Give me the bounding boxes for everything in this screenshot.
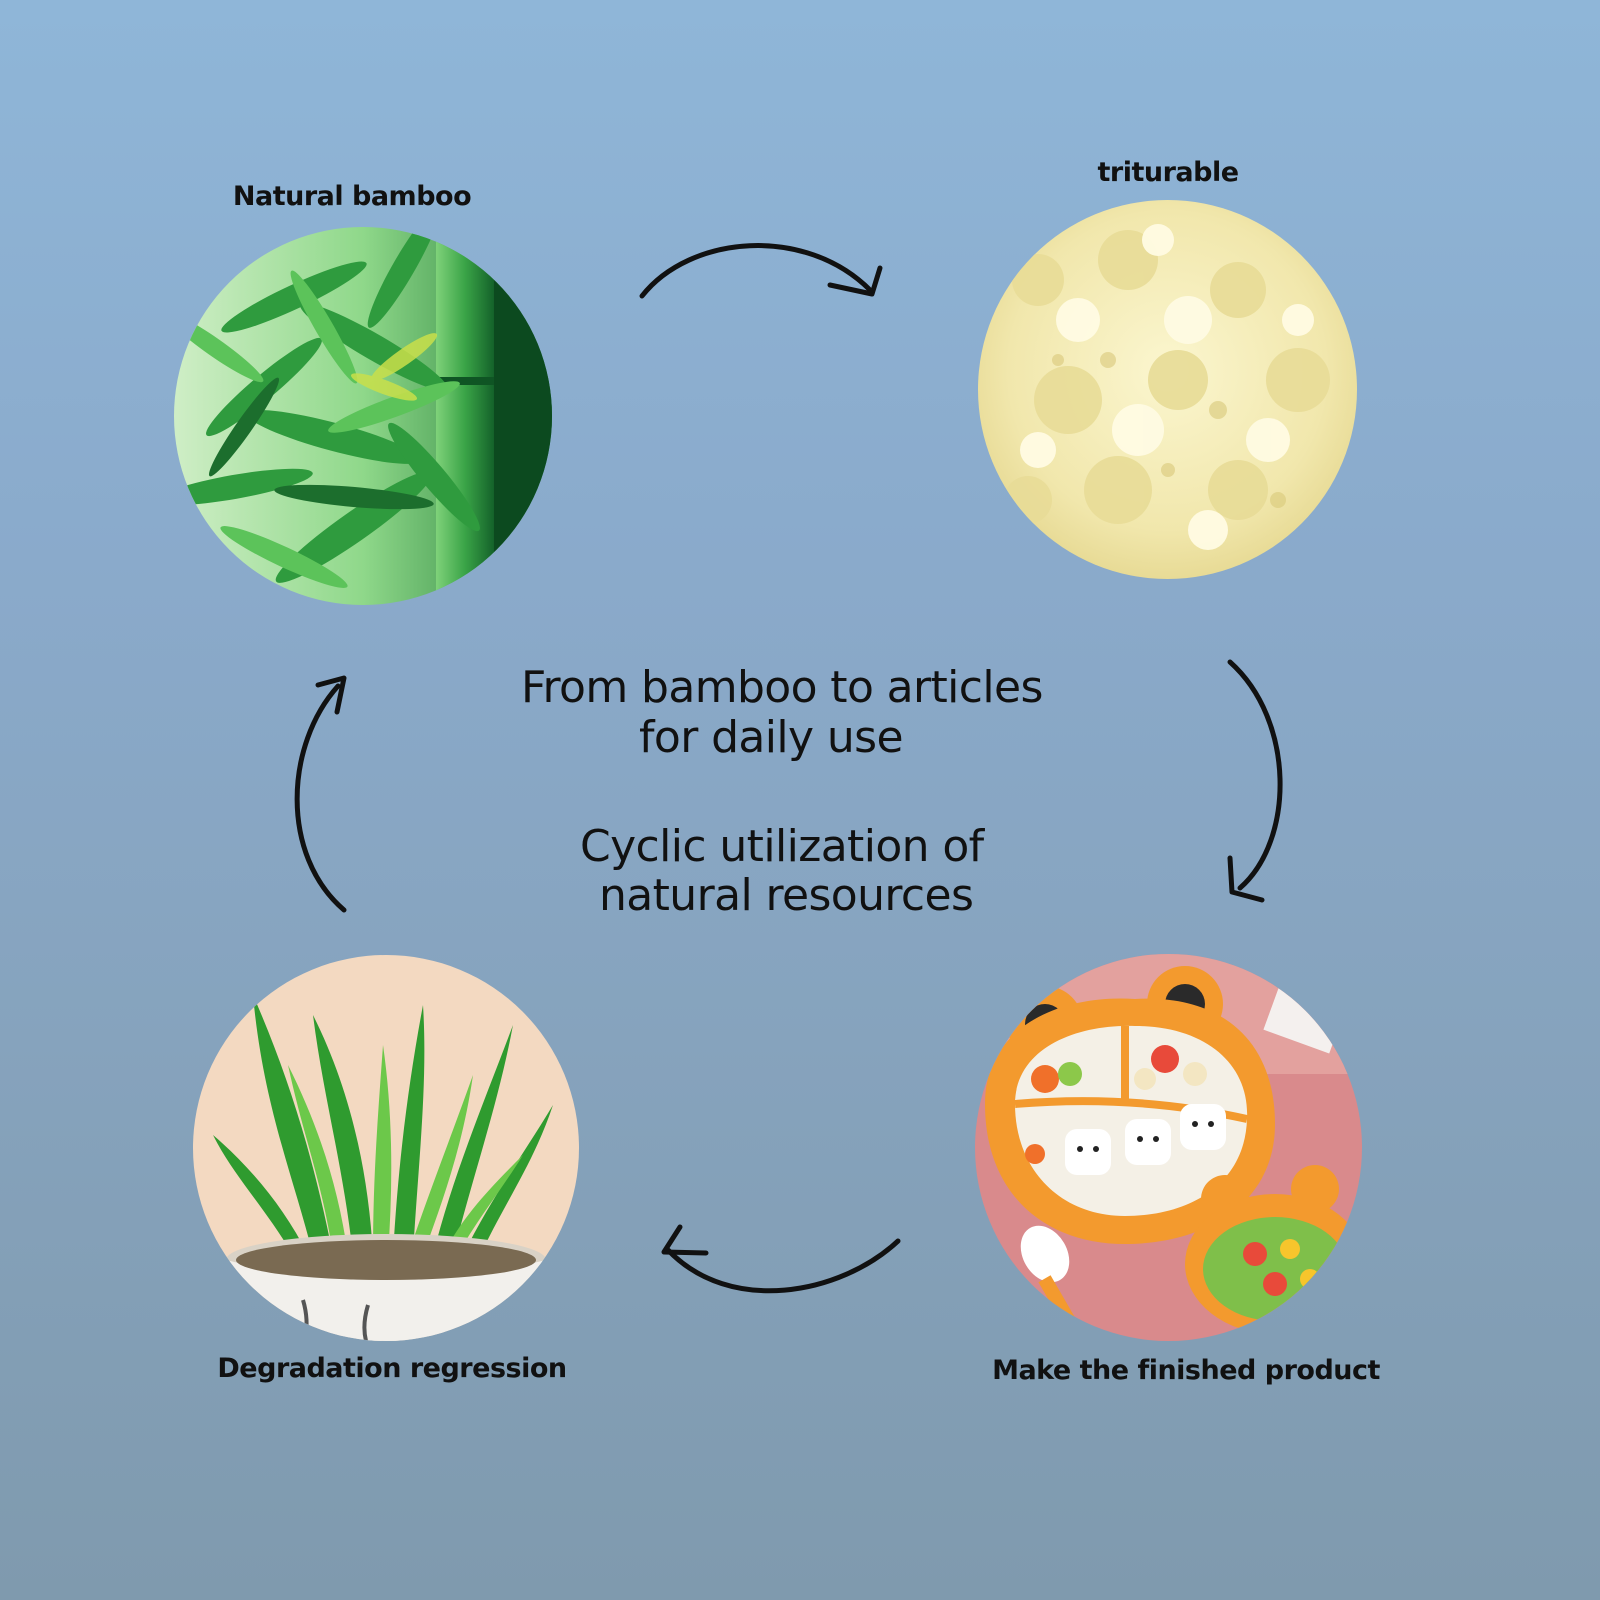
- bamboo-leaves-photo: [174, 227, 552, 605]
- center-subtitle-line-2: natural resources: [599, 870, 974, 921]
- arrow-right-down-icon: [1227, 659, 1283, 903]
- label-triturable: triturable: [1097, 157, 1239, 188]
- center-title-line-2: for daily use: [639, 712, 904, 763]
- center-subtitle-line-1: Cyclic utilization of: [580, 821, 984, 872]
- label-natural-bamboo: Natural bamboo: [232, 181, 472, 212]
- arrow-top-right-icon: [639, 243, 883, 299]
- bamboo-powder-photo: [978, 200, 1357, 579]
- label-make-finished-product: Make the finished product: [992, 1355, 1380, 1386]
- arrow-left-up-icon: [294, 675, 347, 913]
- arrow-bottom-left-icon: [661, 1224, 901, 1294]
- label-degradation-regression: Degradation regression: [217, 1353, 567, 1384]
- center-title-line-1: From bamboo to articles: [521, 662, 1043, 713]
- potted-plant-photo: [193, 955, 579, 1341]
